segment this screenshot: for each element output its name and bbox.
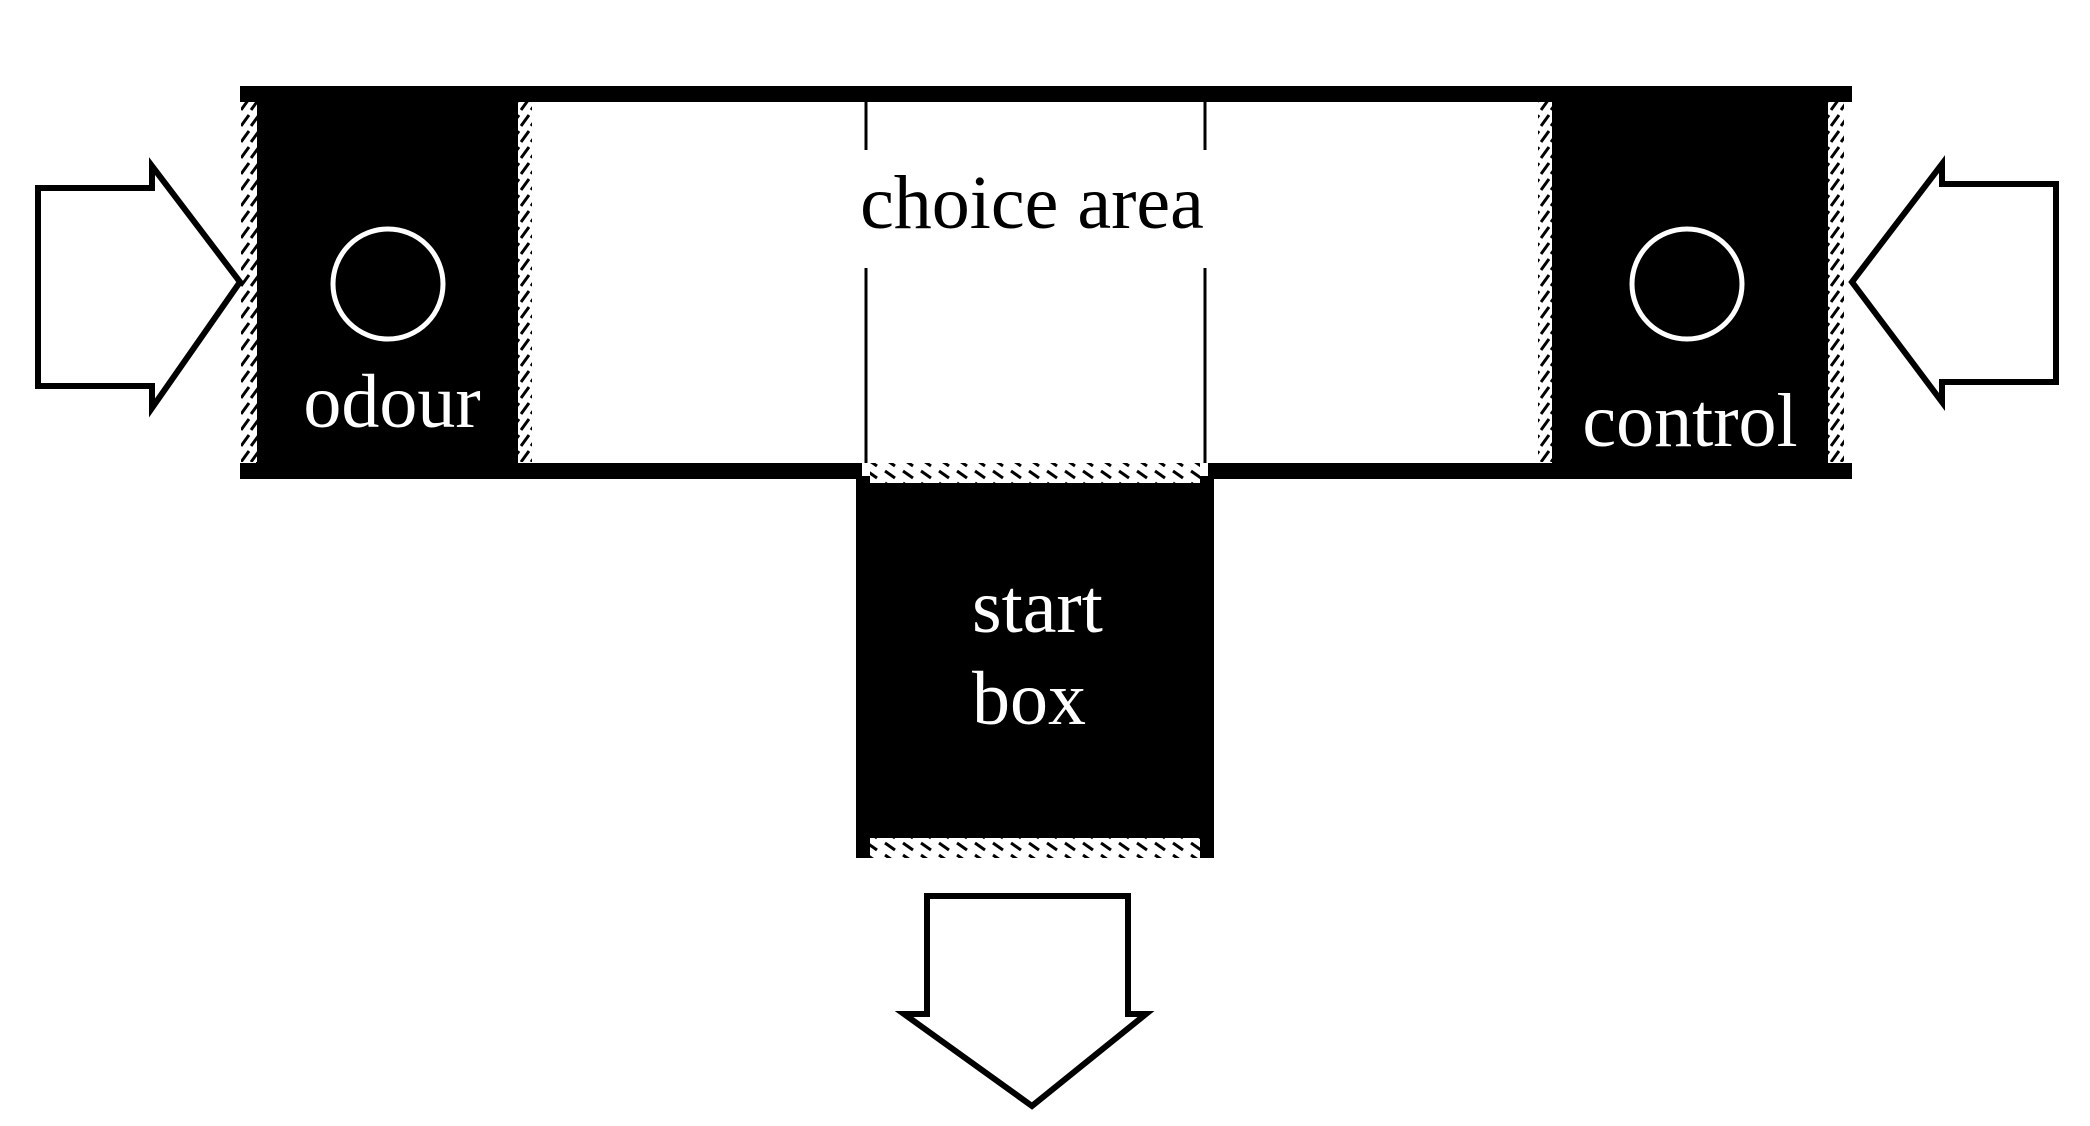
- odour-inner-mesh: [518, 102, 532, 462]
- start-box-label-line1: start: [972, 565, 1103, 649]
- start-box-label-line2: box: [972, 657, 1086, 741]
- start-box-bottom-mesh: [870, 838, 1200, 858]
- odour-chamber: [256, 86, 518, 479]
- odour-outer-mesh: [241, 102, 257, 462]
- control-inner-mesh: [1538, 102, 1552, 462]
- control-source-circle: [1629, 226, 1745, 342]
- start-box-top-mesh: [870, 463, 1200, 483]
- control-label: control: [1582, 379, 1797, 463]
- control-outer-mesh: [1828, 102, 1844, 462]
- odour-source-circle: [330, 226, 446, 342]
- arrow-right-icon: [35, 157, 244, 418]
- top-wall: [240, 86, 1852, 102]
- arrow-down-icon: [894, 893, 1155, 1110]
- choice-area-label: choice area: [860, 161, 1204, 245]
- control-chamber: [1552, 86, 1828, 479]
- arrow-left-icon: [1848, 155, 2059, 411]
- odour-label: odour: [303, 360, 480, 444]
- start-box: [856, 476, 1214, 858]
